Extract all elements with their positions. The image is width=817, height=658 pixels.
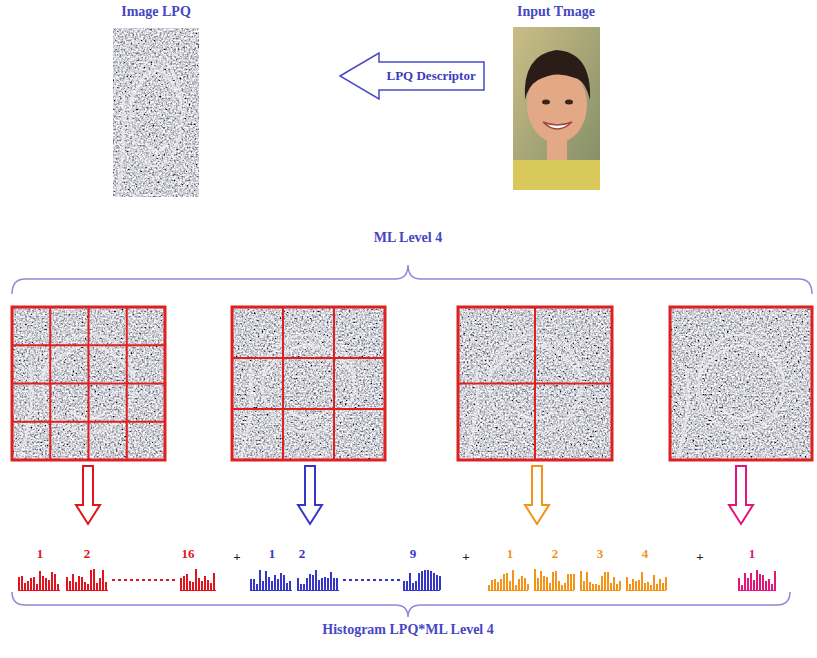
callout-number: 1 [749,546,756,562]
lpq-image [113,28,199,197]
panel-title: Input Tmage [486,4,626,20]
histogram [488,570,529,591]
callout-number: + [696,549,703,565]
lpq-image [12,307,165,460]
down-arrow [76,466,100,524]
brace [12,265,812,294]
arrow-label: LPQ Descriptor [387,68,476,84]
callout-number: 3 [597,546,604,562]
histogram [403,570,441,591]
lpq-image [458,307,612,460]
histogram [626,572,667,591]
histogram [738,570,776,591]
panel-title: Image LPQ [86,4,226,20]
histogram [580,571,621,591]
callout-number: 2 [84,546,91,562]
histogram [66,569,108,591]
histogram [180,569,216,591]
callout-number: 1 [37,546,44,562]
callout-number: + [462,549,469,565]
histogram [18,571,60,591]
histogram [534,569,575,591]
callout-number: 2 [299,546,306,562]
section-title: Histogram LPQ*ML Level 4 [322,622,493,638]
image-panel: Input Tmage [486,4,626,20]
brace [12,592,790,617]
lpq-image [670,307,812,460]
image-panel: Image LPQ [86,4,226,20]
callout-number: 4 [642,546,649,562]
callout-number: + [233,549,240,565]
down-arrow [525,466,549,524]
descriptor-arrow: LPQ Descriptor [339,52,485,100]
input-photo [513,27,600,190]
dotted-line [112,579,176,581]
down-arrow [298,466,322,524]
dotted-line [343,579,400,581]
section-title: ML Level 4 [374,230,442,246]
callout-number: 1 [269,546,276,562]
down-arrow [729,466,753,524]
callout-number: 16 [182,546,195,562]
callout-number: 2 [552,546,559,562]
lpq-image [232,307,385,460]
histogram [297,570,339,591]
histogram [250,570,292,591]
callout-number: 1 [507,546,514,562]
callout-number: 9 [410,546,417,562]
